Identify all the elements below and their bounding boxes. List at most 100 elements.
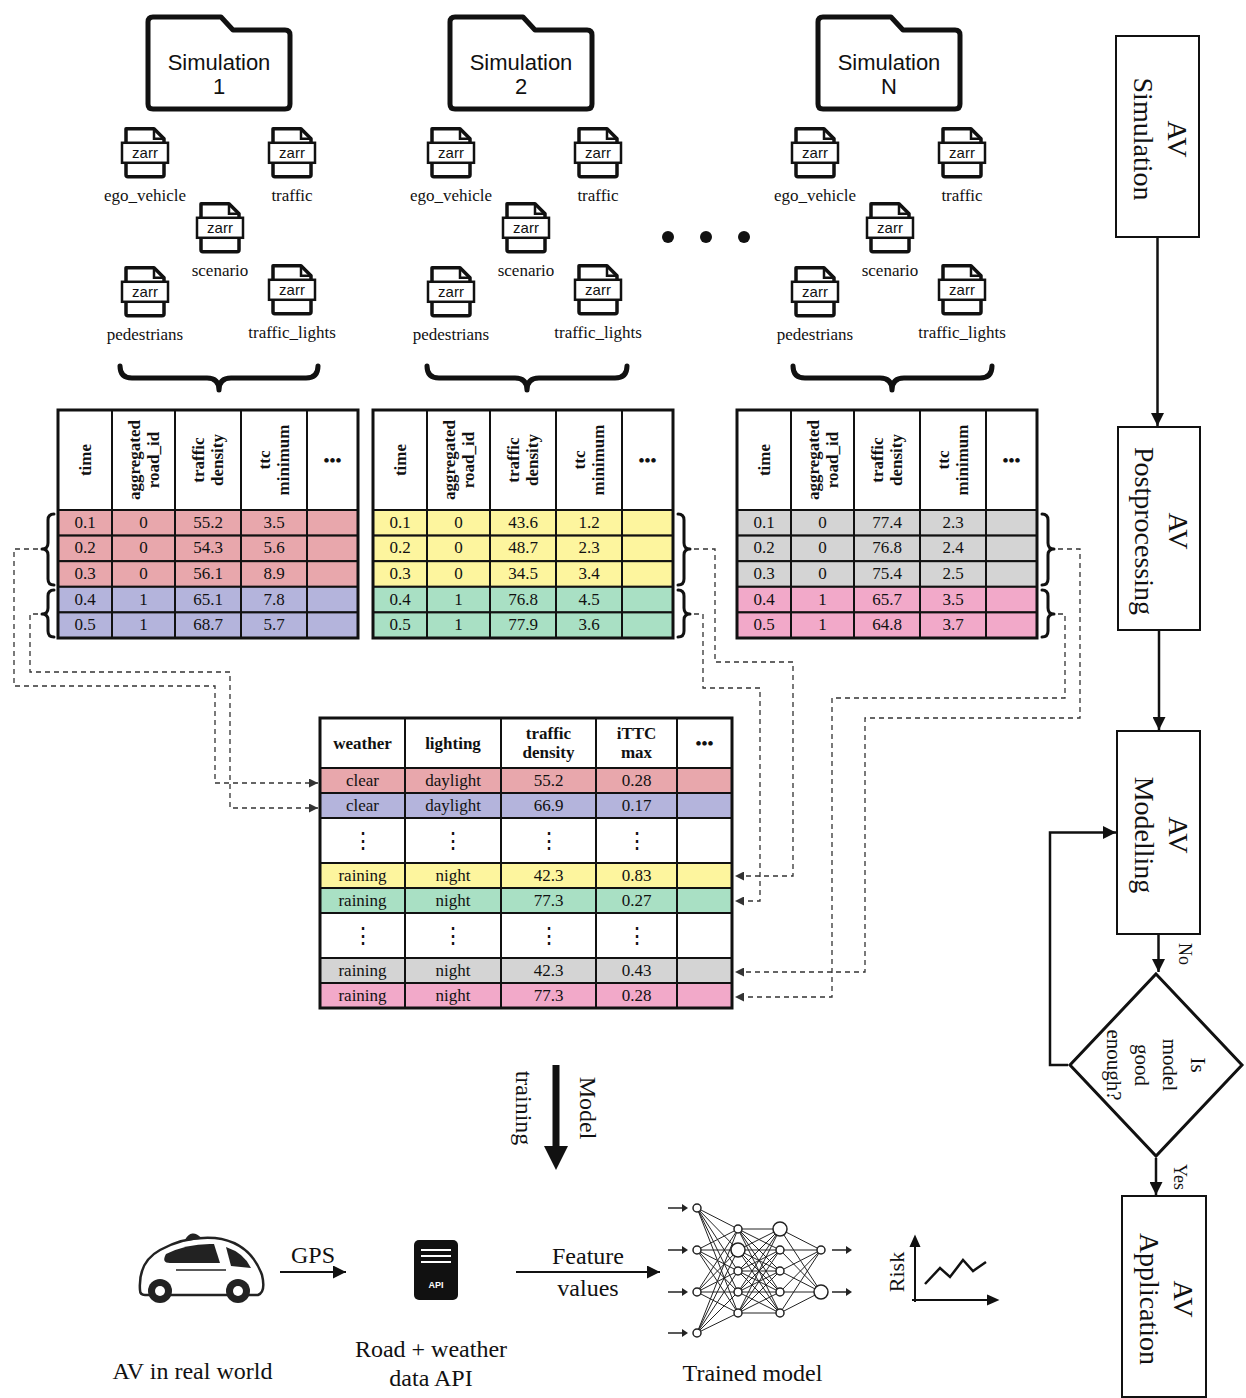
table-cell: 2.3 [942, 513, 963, 533]
table-header: time [755, 444, 774, 476]
header-cell [175, 410, 241, 510]
network-link [780, 1250, 821, 1292]
table-cell-fill [677, 913, 732, 958]
table-cell-fill [501, 958, 596, 983]
table-cell: 0.1 [74, 513, 95, 533]
table-cell-fill [112, 587, 175, 613]
table-cell-fill [556, 510, 622, 536]
table-cell-fill [58, 536, 112, 562]
axis-label: Risk [884, 1252, 909, 1292]
io-arrow [832, 1246, 852, 1254]
process-box: AV Simulation [1115, 35, 1200, 238]
table-cell-fill [307, 612, 358, 638]
network-link [697, 1250, 738, 1292]
box-label: AV Simulation [1126, 77, 1194, 200]
file-type: zarr [949, 281, 975, 298]
table-cell-fill [677, 983, 732, 1008]
training-arrow [544, 1065, 568, 1170]
table-cell-fill [596, 983, 677, 1008]
table-cell-fill [320, 768, 405, 793]
table-border [320, 718, 732, 1008]
zarr-file: zarrpedestrians [760, 263, 870, 347]
table-cell-fill [737, 587, 791, 613]
table-cell: daylight [425, 796, 481, 816]
table-cell: 2.5 [942, 564, 963, 584]
table-cell-fill [920, 510, 986, 536]
table-cell: ⋮ [626, 923, 648, 948]
table-cell-fill [791, 536, 854, 562]
table-cell: 0 [454, 513, 463, 533]
table-cell: 0.1 [753, 513, 774, 533]
neuron [776, 1267, 784, 1275]
header-cell [556, 410, 622, 510]
table-header: traffic density [504, 434, 542, 486]
table-cell-fill [622, 561, 673, 587]
neuron [734, 1267, 742, 1275]
table-header: traffic density [523, 724, 575, 762]
file-name: traffic_lights [248, 323, 336, 343]
table-cell: 3.6 [578, 615, 599, 635]
connector [1156, 238, 1159, 426]
table-cell: 77.3 [534, 986, 564, 1006]
table-cell: night [436, 986, 471, 1006]
header-cell [854, 410, 920, 510]
icon-text: API [428, 1280, 443, 1290]
table-cell: 5.7 [263, 615, 284, 635]
vehicle-label: AV in real world [113, 1358, 273, 1386]
neuron [731, 1243, 745, 1257]
table-cell-fill [737, 561, 791, 587]
neuron [773, 1222, 787, 1236]
risk-chart [911, 1237, 997, 1304]
folder-title: Simulation N [838, 51, 941, 99]
table-cell: 0.5 [389, 615, 410, 635]
table-cell-fill [175, 587, 241, 613]
table-cell-fill [58, 612, 112, 638]
file-name: traffic_lights [554, 323, 642, 343]
table-cell: 0.27 [622, 891, 652, 911]
file-type: zarr [585, 281, 611, 298]
table-cell: 0.3 [74, 564, 95, 584]
table-cell-fill [556, 587, 622, 613]
table-cell-fill [854, 587, 920, 613]
file-name: ego_vehicle [104, 186, 186, 206]
table-cell-fill [373, 510, 427, 536]
table-cell: 1 [139, 590, 148, 610]
table-cell: night [436, 961, 471, 981]
network-link [738, 1292, 780, 1313]
table-cell: 0.3 [389, 564, 410, 584]
table-cell: ⋮ [538, 923, 560, 948]
simulation-folder: Simulation 1 [145, 14, 293, 112]
network-link [738, 1271, 780, 1313]
zarr-file: zarrtraffic_lights [237, 261, 347, 345]
zarr-file: zarrtraffic [237, 124, 347, 208]
simulation-folder: Simulation 2 [447, 14, 595, 112]
network-link [697, 1271, 738, 1333]
network-link [780, 1250, 821, 1313]
table-cell-fill [596, 888, 677, 913]
api-icon: APIRoad + weather data API [346, 1235, 516, 1395]
table-cell: 43.6 [508, 513, 538, 533]
table-cell-fill [112, 612, 175, 638]
file-name: pedestrians [413, 325, 489, 345]
table-cell: 56.1 [193, 564, 223, 584]
table-cell-fill [677, 888, 732, 913]
table-cell: 3.7 [942, 615, 963, 635]
table-cell-fill [986, 536, 1037, 562]
header-cell [58, 410, 112, 510]
data-table [737, 410, 1037, 638]
file-type: zarr [438, 144, 464, 161]
network-link [780, 1229, 821, 1292]
network-link [738, 1271, 780, 1313]
network-link [738, 1250, 780, 1313]
table-cell-fill [986, 561, 1037, 587]
table-cell-fill [405, 913, 501, 958]
vehicle: AV in real world [105, 1230, 280, 1392]
table-cell: ⋮ [442, 828, 464, 853]
folder-title: Simulation 2 [470, 51, 573, 99]
table-cell-fill [596, 793, 677, 818]
header-cell [986, 410, 1037, 510]
table-cell-fill [791, 510, 854, 536]
zarr-file: zarrtraffic [543, 124, 653, 208]
network-link [738, 1229, 780, 1313]
